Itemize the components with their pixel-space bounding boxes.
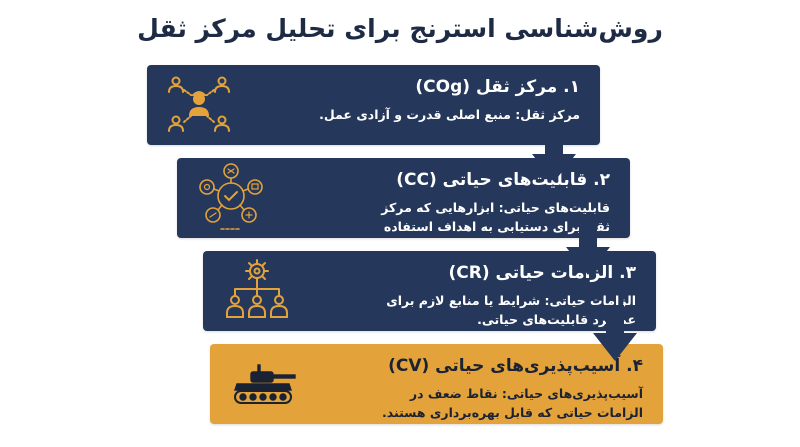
step-heading: ۳. الزامات حیاتی (CR) [448, 263, 637, 283]
down-arrow-icon [532, 126, 576, 186]
step-heading: ۴. آسیب‌پذیری‌های حیاتی (CV) [388, 356, 643, 376]
capabilities-hub-icon [191, 158, 271, 238]
down-arrow-icon [593, 305, 637, 365]
gear-team-icon [217, 251, 297, 331]
people-network-icon [159, 65, 239, 145]
step-card-critical-vulnerabilities: ۴. آسیب‌پذیری‌های حیاتی (CV) آسیب‌پذیری‌… [210, 344, 663, 424]
step-heading: ۱. مرکز ثقل (COg) [415, 77, 580, 97]
step-description: الزامات حیاتی: شرایط یا منابع لازم برای … [386, 293, 636, 327]
step-description: مرکز ثقل: منبع اصلی قدرت و آزادی عمل. [319, 107, 580, 122]
page-title: روش‌شناسی استرنج برای تحلیل مرکز ثقل [137, 14, 663, 43]
step-card-center-of-gravity: ۱. مرکز ثقل (COg) مرکز ثقل: منبع اصلی قد… [147, 65, 600, 145]
step-description: آسیب‌پذیری‌های حیاتی: نقاط ضعف در الزاما… [382, 386, 643, 420]
step-heading: ۲. قابلیت‌های حیاتی (CC) [396, 170, 610, 190]
tank-icon [226, 344, 302, 424]
down-arrow-icon [566, 219, 610, 279]
